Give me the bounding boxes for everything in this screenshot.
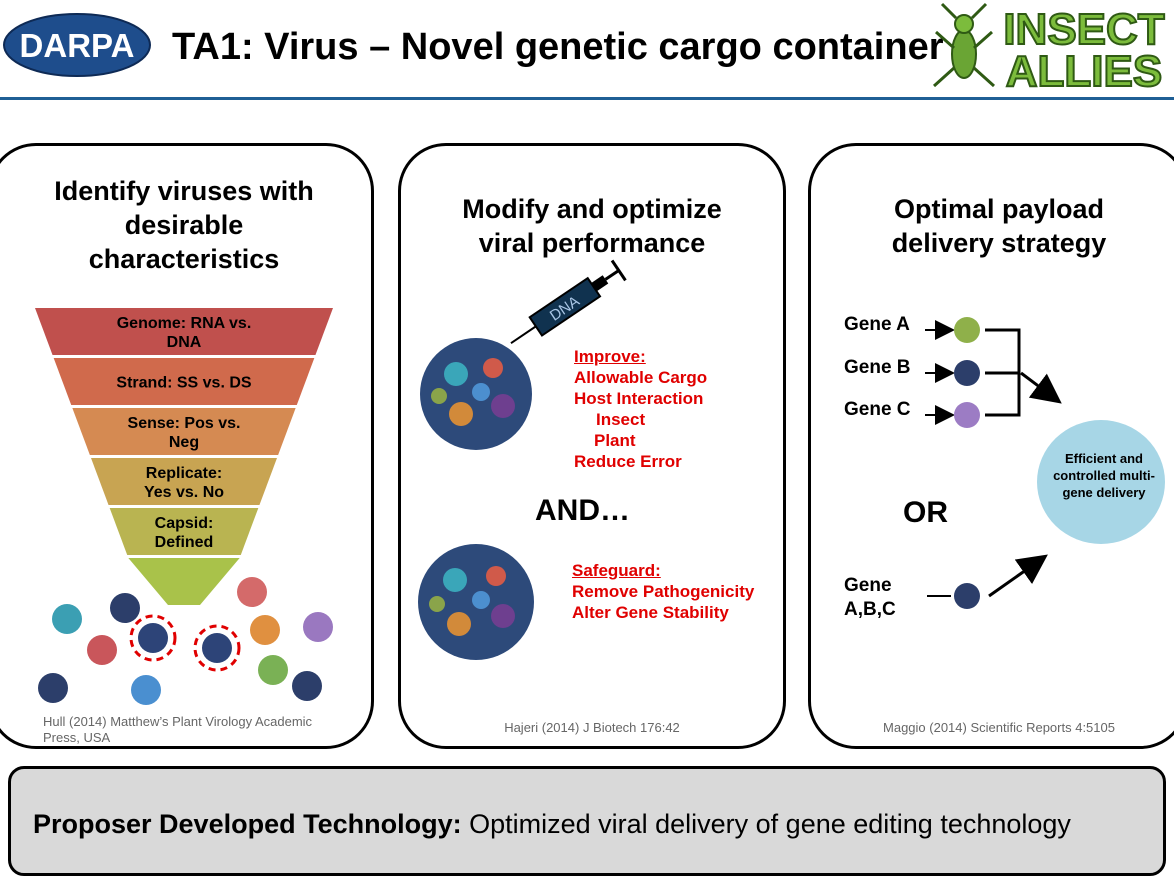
or-connector: OR	[903, 496, 948, 529]
virus-gene-c-icon	[954, 402, 980, 428]
selected-virus-ring	[193, 624, 241, 672]
darpa-logo-text: DARPA	[20, 27, 135, 64]
gene-label-b: Gene B	[844, 357, 911, 378]
improve-heading: Improve:	[574, 347, 646, 366]
banner-description: Optimized viral delivery of gene editing…	[461, 809, 1071, 839]
panel1-title-line: desirable	[124, 210, 244, 240]
virus-particle-icon	[138, 623, 168, 653]
funnel-band-label: Yes vs. No	[144, 484, 224, 501]
safeguard-item: Remove Pathogenicity	[572, 582, 755, 601]
funnel-band-label: Neg	[169, 434, 199, 451]
gene-label-c: Gene C	[844, 399, 911, 420]
delivery-arrows	[925, 317, 1165, 609]
panel2-citation: Hajeri (2014) J Biotech 176:42	[504, 720, 680, 735]
virus-particle-icon	[87, 635, 117, 665]
funnel-band	[53, 358, 315, 405]
result-line: gene delivery	[1062, 485, 1146, 500]
safeguard-item: Alter Gene Stability	[572, 603, 729, 622]
header-rule	[0, 97, 1174, 100]
banner-label: Proposer Developed Technology:	[33, 809, 462, 839]
panel-identify-viruses: Identify viruses with desirable characte…	[0, 143, 374, 749]
citation-line: Press, USA	[43, 730, 111, 745]
panel3-title: Optimal payload delivery strategy	[811, 192, 1174, 260]
virus-particle-icon	[303, 612, 333, 642]
panel-delivery-strategy: Optimal payload delivery strategy Gene A…	[808, 143, 1174, 749]
virus-particle-icon	[131, 675, 161, 705]
virus-particle-icon	[258, 655, 288, 685]
funnel-band-label: Genome: RNA vs.	[117, 315, 252, 332]
funnel-tip	[128, 558, 240, 605]
safeguard-list: Safeguard: Remove Pathogenicity Alter Ge…	[572, 560, 754, 623]
result-label: Efficient and controlled multi- gene del…	[1032, 450, 1174, 501]
combined-gene-line: Gene	[844, 575, 892, 596]
virus-particle-icon	[202, 633, 232, 663]
improve-item: Allowable Cargo	[574, 368, 708, 387]
virus-scatter	[38, 577, 333, 705]
virus-particle-icon	[292, 671, 322, 701]
safeguard-heading: Safeguard:	[572, 561, 661, 580]
insect-logo-line2: ALLIES	[1006, 47, 1162, 96]
combined-gene-line: A,B,C	[844, 599, 896, 620]
combined-gene-label: Gene A,B,C	[844, 574, 896, 622]
panel2-title-line: viral performance	[478, 228, 706, 258]
funnel-band-label: Sense: Pos vs.	[128, 415, 241, 432]
selected-virus-ring	[129, 614, 177, 662]
virus-capsid-image	[420, 338, 532, 450]
panel1-title-line: characteristics	[88, 244, 280, 274]
selection-funnel: Genome: RNA vs. DNA Strand: SS vs. DS Sense…	[35, 308, 333, 605]
funnel-band-label: Replicate:	[146, 465, 222, 482]
panel1-citation: Hull (2014) Matthew’s Plant Virology Aca…	[43, 714, 363, 746]
and-connector: AND…	[535, 494, 630, 527]
grasshopper-icon	[932, 2, 996, 88]
panel3-title-line: delivery strategy	[891, 228, 1107, 258]
panel-modify-optimize: Modify and optimize viral performance DN…	[398, 143, 786, 749]
darpa-logo: DARPA	[3, 13, 151, 77]
panel1-title-line: Identify viruses with	[54, 176, 314, 206]
insect-allies-logo: INSECT ALLIES	[932, 2, 1166, 97]
banner-text: Proposer Developed Technology: Optimized…	[33, 809, 1071, 840]
citation-line: Hull (2014) Matthew’s Plant Virology Aca…	[43, 714, 313, 729]
panel3-citation: Maggio (2014) Scientific Reports 4:5105	[883, 720, 1115, 735]
insect-logo-line1: INSECT	[1003, 5, 1164, 54]
funnel-band	[91, 458, 277, 505]
virus-particle-icon	[250, 615, 280, 645]
improve-list: Improve: Allowable Cargo Host Interactio…	[574, 346, 707, 472]
slide-title: TA1: Virus – Novel genetic cargo contain…	[172, 26, 944, 68]
virus-particle-icon	[237, 577, 267, 607]
technology-banner: Proposer Developed Technology: Optimized…	[8, 766, 1166, 876]
syringe-icon: DNA	[510, 259, 627, 344]
slide-header: DARPA TA1: Virus – Novel genetic cargo c…	[0, 0, 1174, 98]
funnel-band-label: Capsid:	[155, 515, 214, 532]
funnel-band	[72, 408, 296, 455]
improve-item: Reduce Error	[574, 452, 682, 471]
improve-item: Insect	[596, 410, 646, 429]
funnel-band-label: DNA	[167, 334, 202, 351]
panel1-title: Identify viruses with desirable characte…	[0, 174, 371, 276]
funnel-band-label: Strand: SS vs. DS	[116, 375, 251, 392]
result-line: Efficient and	[1064, 451, 1143, 466]
virus-particle-icon	[38, 673, 68, 703]
improve-item: Host Interaction	[574, 389, 704, 408]
funnel-band	[109, 508, 259, 555]
panel2-title: Modify and optimize viral performance	[401, 192, 783, 260]
panel3-title-line: Optimal payload	[893, 194, 1105, 224]
panel2-title-line: Modify and optimize	[462, 194, 722, 224]
funnel-band	[35, 308, 333, 355]
result-line: controlled multi-	[1053, 468, 1155, 483]
funnel-band-label: Defined	[155, 534, 214, 551]
virus-capsid-image	[418, 544, 534, 660]
improve-item: Plant	[594, 431, 636, 450]
virus-combined-icon	[954, 583, 980, 609]
result-circle	[1037, 420, 1165, 544]
virus-particle-icon	[110, 593, 140, 623]
virus-particle-icon	[52, 604, 82, 634]
gene-label-a: Gene A	[844, 314, 910, 335]
virus-gene-b-icon	[954, 360, 980, 386]
virus-gene-a-icon	[954, 317, 980, 343]
